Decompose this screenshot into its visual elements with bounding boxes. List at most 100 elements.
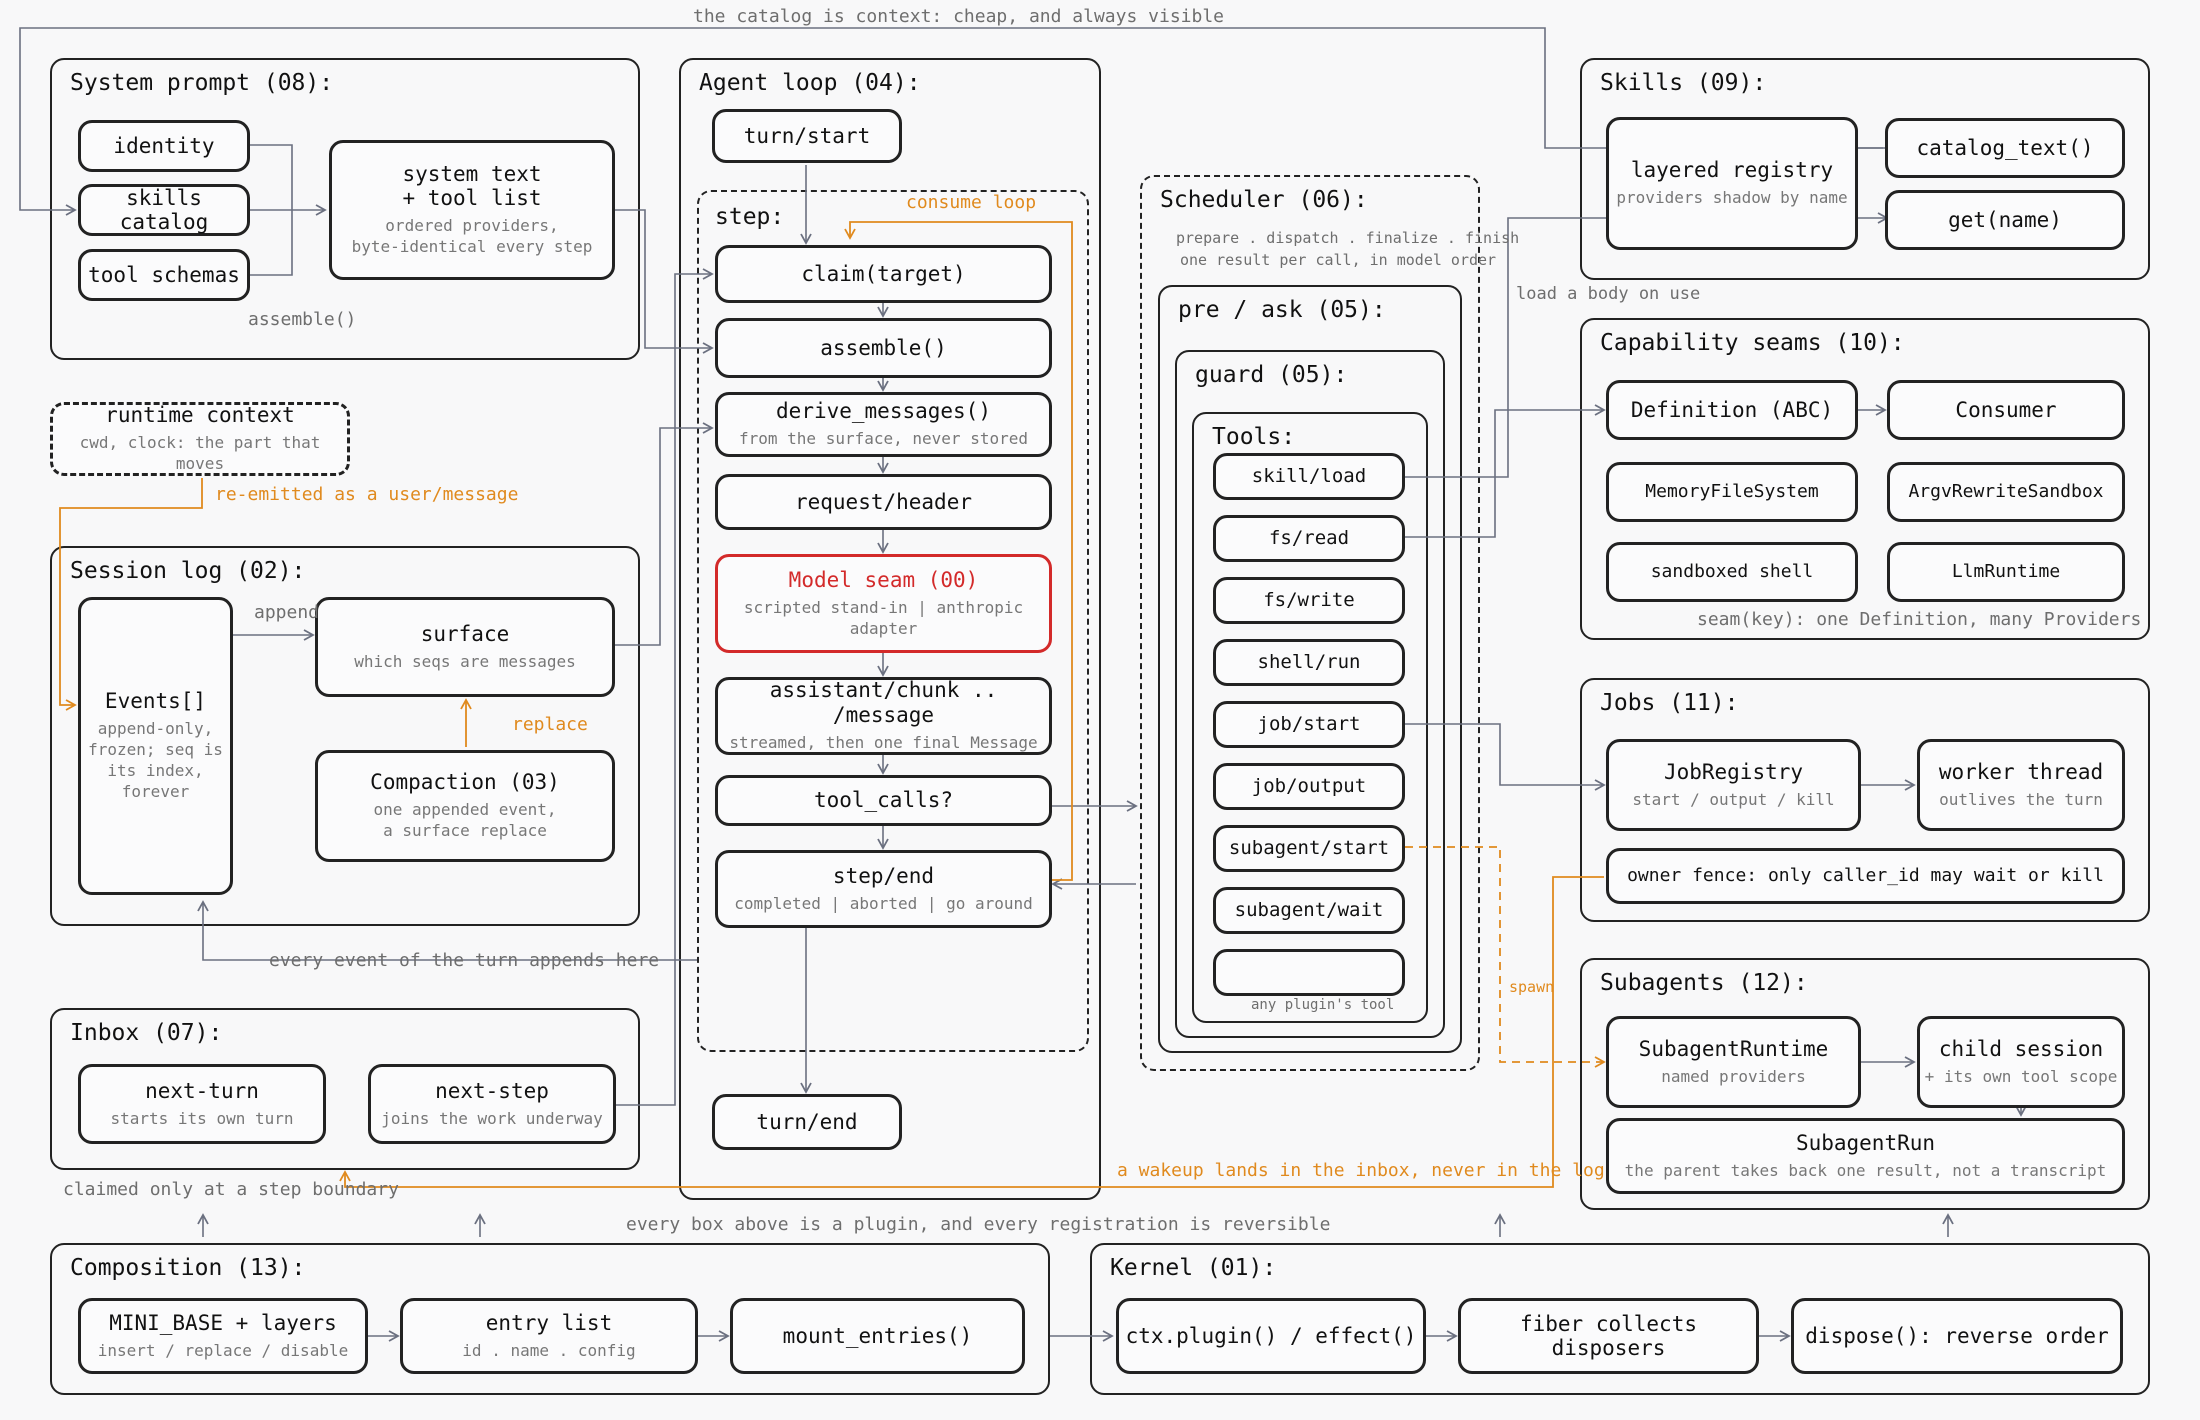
entry-list-node[interactable]: entry list id . name . config xyxy=(400,1298,698,1374)
system-text-label: system text + tool list xyxy=(402,162,542,211)
tool-item-label: job/output xyxy=(1251,774,1367,797)
subagents-title: Subagents (12): xyxy=(1600,970,1808,996)
tool-calls-node[interactable]: tool_calls? xyxy=(715,775,1052,826)
ctx-plugin-label: ctx.plugin() / effect() xyxy=(1125,1323,1417,1348)
job-registry-sub: start / output / kill xyxy=(1632,789,1835,809)
tool-item[interactable] xyxy=(1213,949,1405,996)
subagent-runtime-label: SubagentRuntime xyxy=(1638,1036,1829,1061)
model-seam-label: Model seam (00) xyxy=(788,567,979,592)
turn-start-node[interactable]: turn/start xyxy=(712,109,902,163)
argv-sandbox-node[interactable]: ArgvRewriteSandbox xyxy=(1887,462,2125,522)
subagent-run-node[interactable]: SubagentRun the parent takes back one re… xyxy=(1606,1118,2125,1194)
sandboxed-shell-node[interactable]: sandboxed shell xyxy=(1606,542,1858,602)
fiber-node[interactable]: fiber collects disposers xyxy=(1458,1298,1759,1374)
assistant-node[interactable]: assistant/chunk .. /message streamed, th… xyxy=(715,677,1052,755)
surface-node[interactable]: surface which seqs are messages xyxy=(315,597,615,697)
tool-schemas-node[interactable]: tool schemas xyxy=(78,249,250,301)
step-end-node[interactable]: step/end completed | aborted | go around xyxy=(715,850,1052,928)
tool-item[interactable]: fs/read xyxy=(1213,515,1405,562)
job-registry-node[interactable]: JobRegistry start / output / kill xyxy=(1606,739,1861,831)
identity-label: identity xyxy=(113,133,215,158)
mount-entries-node[interactable]: mount_entries() xyxy=(730,1298,1025,1374)
turn-end-node[interactable]: turn/end xyxy=(712,1094,902,1150)
definition-label: Definition (ABC) xyxy=(1630,397,1834,422)
step-end-sub: completed | aborted | go around xyxy=(734,893,1033,913)
sandboxed-shell-label: sandboxed shell xyxy=(1650,560,1814,582)
tool-item[interactable]: shell/run xyxy=(1213,639,1405,686)
dispose-node[interactable]: dispose(): reverse order xyxy=(1791,1298,2123,1374)
inbox-title: Inbox (07): xyxy=(70,1020,223,1046)
model-seam-node[interactable]: Model seam (00) scripted stand-in | anth… xyxy=(715,554,1052,653)
tool-item-label: skill/load xyxy=(1251,464,1367,487)
tool-item[interactable]: skill/load xyxy=(1213,453,1405,500)
layered-registry-sub: providers shadow by name xyxy=(1616,188,1848,208)
mount-entries-label: mount_entries() xyxy=(782,1323,973,1348)
layered-registry-node[interactable]: layered registry providers shadow by nam… xyxy=(1606,117,1858,250)
tools-title: Tools: xyxy=(1212,424,1296,450)
get-name-label: get(name) xyxy=(1948,207,2062,232)
catalog-text-node[interactable]: catalog_text() xyxy=(1885,118,2125,178)
tool-item[interactable]: subagent/start xyxy=(1213,825,1405,872)
compaction-sub: one appended event, a surface replace xyxy=(373,800,557,841)
tool-item[interactable]: fs/write xyxy=(1213,577,1405,624)
llm-runtime-node[interactable]: LlmRuntime xyxy=(1887,542,2125,602)
consumer-node[interactable]: Consumer xyxy=(1887,380,2125,440)
system-prompt-title: System prompt (08): xyxy=(70,70,334,96)
next-step-sub: joins the work underway xyxy=(381,1108,603,1128)
child-session-label: child session xyxy=(1938,1036,2104,1061)
memory-filesystem-label: MemoryFileSystem xyxy=(1645,480,1819,502)
layered-registry-label: layered registry xyxy=(1630,158,1834,183)
request-header-node[interactable]: request/header xyxy=(715,474,1052,530)
compaction-node[interactable]: Compaction (03) one appended event, a su… xyxy=(315,750,615,862)
runtime-context-node[interactable]: runtime context cwd, clock: the part tha… xyxy=(50,402,350,476)
subagent-run-label: SubagentRun xyxy=(1795,1130,1936,1155)
composition-title: Composition (13): xyxy=(70,1255,306,1281)
catalog-text-label: catalog_text() xyxy=(1916,135,2094,160)
consumer-label: Consumer xyxy=(1955,397,2057,422)
tool-item-label: job/start xyxy=(1257,712,1361,735)
subagent-runtime-node[interactable]: SubagentRuntime named providers xyxy=(1606,1016,1861,1108)
definition-node[interactable]: Definition (ABC) xyxy=(1606,380,1858,440)
scheduler-note-1: prepare . dispatch . finalize . finish xyxy=(1176,229,1520,247)
mini-base-node[interactable]: MINI_BASE + layers insert / replace / di… xyxy=(78,1298,368,1374)
step-title: step: xyxy=(715,204,785,230)
events-node[interactable]: Events[] append-only, frozen; seq is its… xyxy=(78,597,233,895)
surface-label: surface xyxy=(420,621,510,646)
system-text-node[interactable]: system text + tool list ordered provider… xyxy=(329,140,615,280)
argv-sandbox-label: ArgvRewriteSandbox xyxy=(1908,480,2104,502)
derive-messages-node[interactable]: derive_messages() from the surface, neve… xyxy=(715,392,1052,457)
tool-item-label: fs/read xyxy=(1268,526,1350,549)
ctx-plugin-node[interactable]: ctx.plugin() / effect() xyxy=(1116,1298,1426,1374)
worker-thread-sub: outlives the turn xyxy=(1939,789,2103,809)
tool-item[interactable]: job/output xyxy=(1213,763,1405,810)
skills-title: Skills (09): xyxy=(1600,70,1767,96)
worker-thread-node[interactable]: worker thread outlives the turn xyxy=(1917,739,2125,831)
request-header-label: request/header xyxy=(794,489,972,514)
append-note: append xyxy=(254,602,320,623)
tool-item[interactable]: subagent/wait xyxy=(1213,887,1405,934)
identity-node[interactable]: identity xyxy=(78,120,250,172)
kernel-title: Kernel (01): xyxy=(1110,1255,1277,1281)
every-event-note: every event of the turn appends here xyxy=(269,950,660,971)
tool-item[interactable]: job/start xyxy=(1213,701,1405,748)
memory-filesystem-node[interactable]: MemoryFileSystem xyxy=(1606,462,1858,522)
derive-messages-label: derive_messages() xyxy=(776,399,991,424)
child-session-node[interactable]: child session + its own tool scope xyxy=(1917,1016,2125,1108)
capability-note: seam(key): one Definition, many Provider… xyxy=(1697,609,2142,630)
compaction-label: Compaction (03) xyxy=(370,770,560,795)
assemble-node[interactable]: assemble() xyxy=(715,318,1052,378)
owner-fence-node[interactable]: owner fence: only caller_id may wait or … xyxy=(1606,848,2125,904)
step-end-label: step/end xyxy=(832,863,935,888)
skills-catalog-label: skills catalog xyxy=(119,185,209,234)
next-turn-node[interactable]: next-turn starts its own turn xyxy=(78,1064,326,1144)
turn-start-label: turn/start xyxy=(743,123,871,148)
consume-loop-note: consume loop xyxy=(906,192,1037,213)
next-step-node[interactable]: next-step joins the work underway xyxy=(368,1064,616,1144)
claim-node[interactable]: claim(target) xyxy=(715,245,1052,303)
guard-title: guard (05): xyxy=(1195,362,1348,388)
get-name-node[interactable]: get(name) xyxy=(1885,190,2125,250)
next-turn-sub: starts its own turn xyxy=(110,1108,294,1128)
child-session-sub: + its own tool scope xyxy=(1924,1066,2118,1086)
runtime-context-sub: cwd, clock: the part that moves xyxy=(79,433,321,474)
skills-catalog-node[interactable]: skills catalog xyxy=(78,184,250,236)
